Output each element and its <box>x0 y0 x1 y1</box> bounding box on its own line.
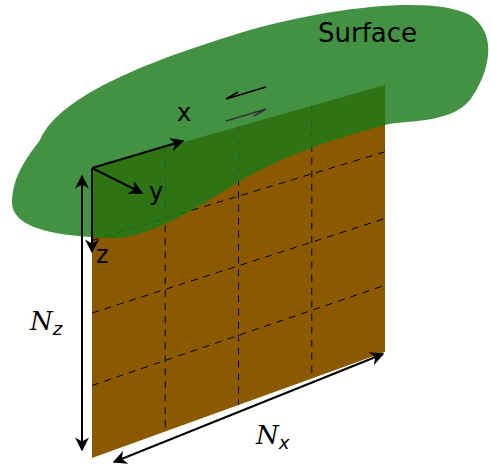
surface-label: Surface <box>318 20 417 46</box>
surface-patch <box>12 5 488 238</box>
depth-dimension <box>81 176 83 450</box>
length-dimension <box>114 354 383 462</box>
dimension-label: Nz <box>30 308 62 338</box>
axis-label: y <box>149 180 163 204</box>
slip-arrow <box>226 87 266 99</box>
y-axis <box>92 168 142 193</box>
slip-arrow <box>226 109 266 121</box>
axis-label: z <box>96 243 109 267</box>
x-axis <box>92 141 183 168</box>
axis-label: x <box>177 101 191 125</box>
dimension-label: Nx <box>256 422 290 452</box>
z-axis <box>91 168 93 252</box>
